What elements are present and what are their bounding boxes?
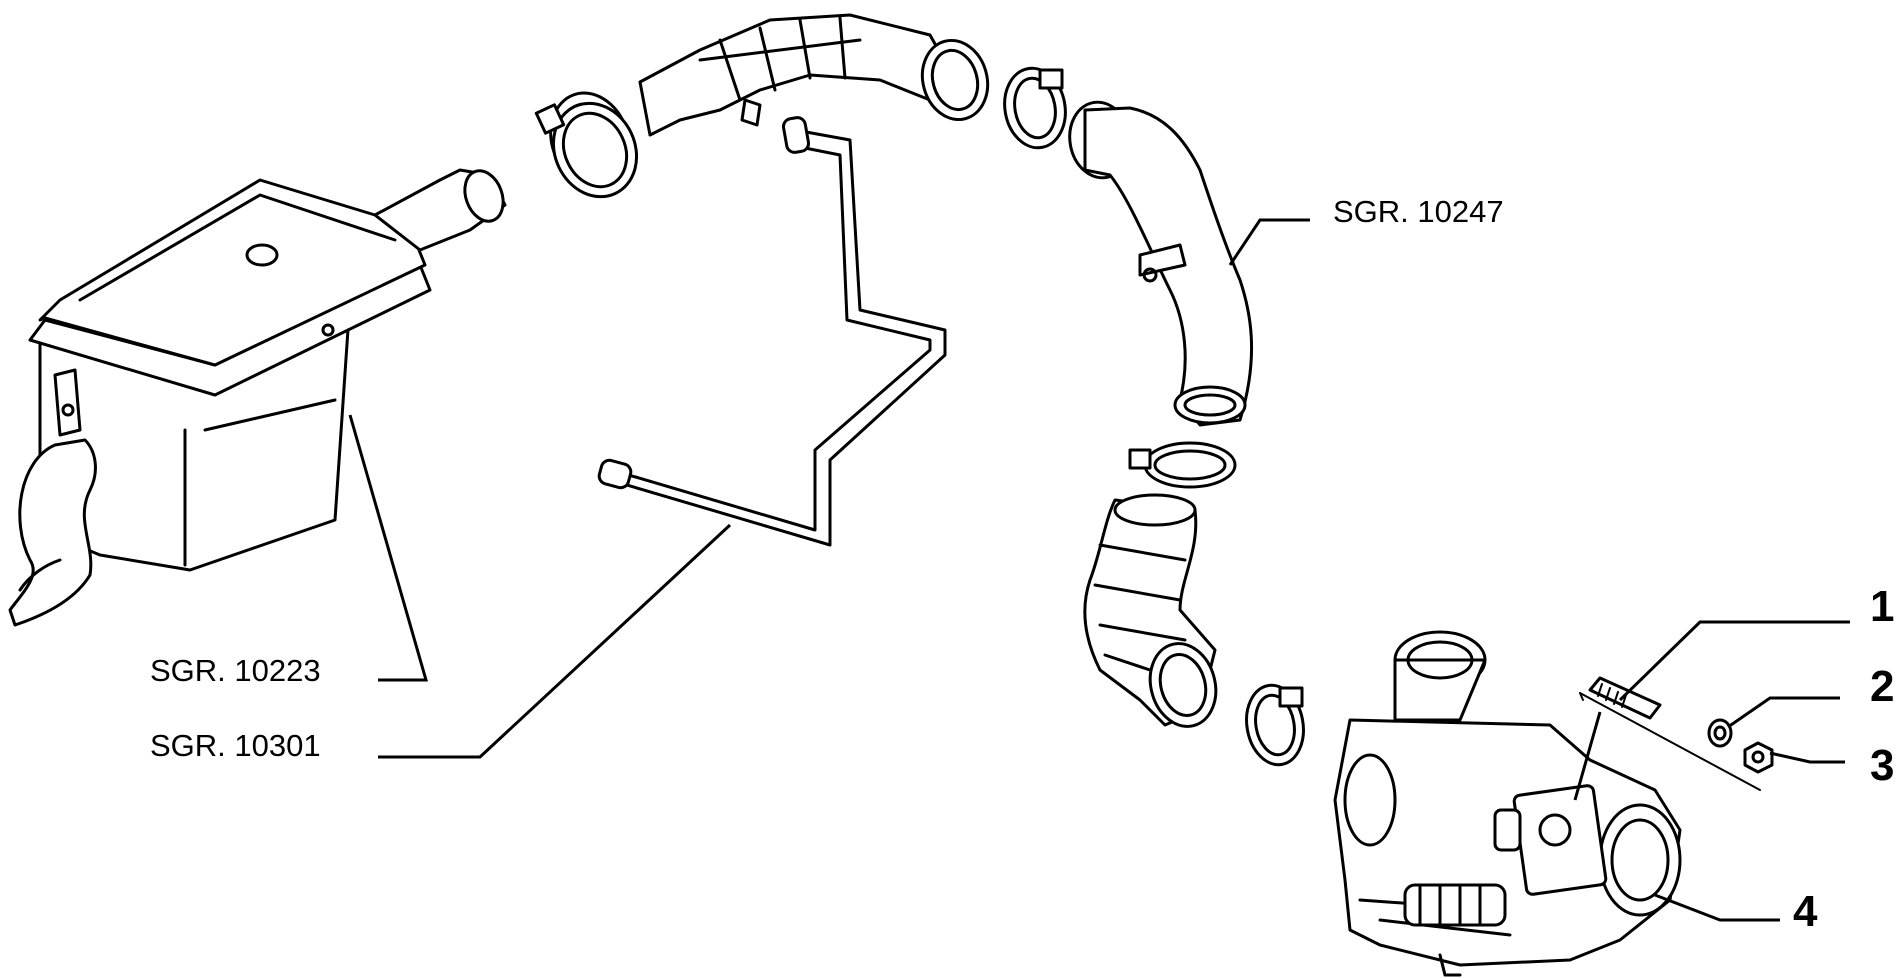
callout-1: 1	[1870, 582, 1894, 631]
axis-guide-tick	[1579, 692, 1584, 701]
leader-line-callout-4	[1654, 893, 1780, 922]
hose-clamp-2	[1003, 66, 1067, 150]
callout-4: 4	[1793, 887, 1818, 936]
washer	[1707, 718, 1733, 748]
leader-line-callout-3	[1769, 751, 1845, 764]
leader-line-callout-1	[1618, 620, 1850, 702]
ref-label-air-filter: SGR. 10223	[150, 653, 321, 688]
nut	[1743, 741, 1774, 774]
hose-clamp-3	[1128, 441, 1237, 489]
callout-2: 2	[1870, 662, 1894, 711]
hose-clamp-4	[1245, 683, 1305, 767]
air-inlet-duct	[549, 13, 990, 189]
turbo-inlet-hose	[1083, 493, 1218, 728]
ref-label-breather-pipe: SGR. 10301	[150, 728, 321, 763]
intercooler-pipe	[1068, 100, 1253, 427]
leader-line-callout-1-turbo	[1573, 711, 1602, 801]
leader-line-breather-pipe	[378, 523, 732, 759]
stud	[1588, 676, 1662, 720]
leader-line-callout-2	[1727, 696, 1840, 729]
ref-label-intercooler-pipe: SGR. 10247	[1333, 194, 1504, 229]
breather-pipe	[597, 116, 947, 547]
leader-line-air-filter	[348, 414, 428, 682]
turbocharger	[1333, 630, 1682, 977]
hose-clamp-1	[534, 101, 639, 199]
callout-3: 3	[1870, 741, 1894, 790]
leader-line-intercooler-pipe	[1228, 218, 1310, 266]
axis-guide-line	[1579, 692, 1761, 791]
air-filter-housing	[8, 168, 507, 627]
